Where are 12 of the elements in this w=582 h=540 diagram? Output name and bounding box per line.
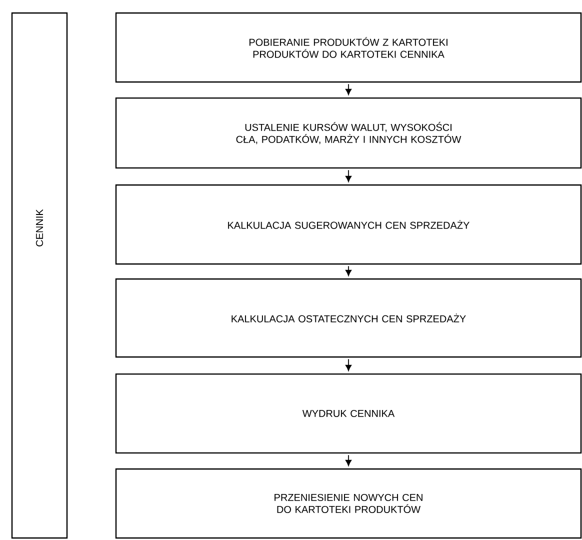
arrow [345, 170, 352, 182]
process-box: KALKULACJA OSTATECZNYCH CEN SPRZEDAŻY [115, 278, 582, 358]
arrow [345, 84, 352, 95]
process-box: USTALENIE KURSÓW WALUT, WYSOKOŚCI CŁA, PODATKÓW, MARŻY I INNYCH KOSZTÓW [115, 97, 582, 169]
arrow [345, 454, 352, 466]
process-box: WYDRUK CENNIKA [115, 373, 582, 454]
arrow [345, 358, 352, 371]
process-box: KALKULACJA SUGEROWANYCH CEN SPRZEDAŻY [115, 184, 582, 265]
arrow [345, 266, 352, 276]
process-box: PRZENIESIENIE NOWYCH CEN DO KARTOTEKI PRODUKTÓW [115, 468, 582, 539]
stage-box: CENNIK [11, 12, 68, 539]
process-box: POBIERANIE PRODUKTÓW Z KARTOTEKI PRODUKTÓW DO KARTOTEKI CENNIKA [115, 12, 582, 83]
